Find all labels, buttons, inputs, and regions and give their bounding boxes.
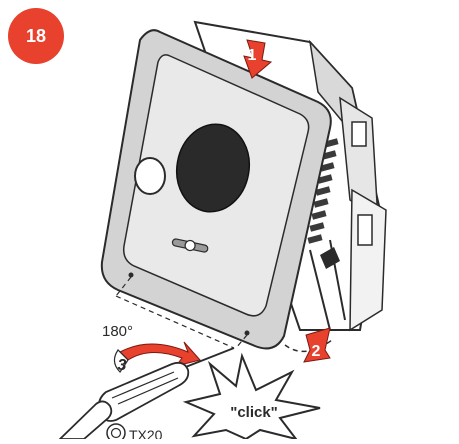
terminal-slots	[307, 138, 339, 244]
arrow-push-down: 1	[243, 39, 273, 79]
status-indicator	[134, 157, 166, 195]
front-cover	[100, 29, 332, 350]
rotate-arrow-icon: 3	[113, 341, 201, 374]
arrow-close-cover: 2	[284, 327, 333, 363]
arrow-label-1: 1	[248, 47, 257, 64]
screw-guide-lines	[115, 276, 248, 349]
tool-size-label: TX20	[129, 427, 163, 439]
click-starburst: "click"	[182, 352, 321, 441]
rotation-angle-label: 180°	[102, 323, 133, 340]
speaker-grille	[175, 123, 251, 213]
step-number-badge: 18	[8, 8, 64, 64]
step-number: 18	[25, 25, 47, 46]
torx-bit-icon	[106, 423, 126, 443]
logo-mark	[171, 238, 209, 253]
arrow-label-3: 3	[118, 357, 127, 374]
click-sound-label: "click"	[230, 404, 278, 421]
screwdriver-icon	[57, 347, 235, 440]
arrow-label-2: 2	[312, 343, 321, 360]
